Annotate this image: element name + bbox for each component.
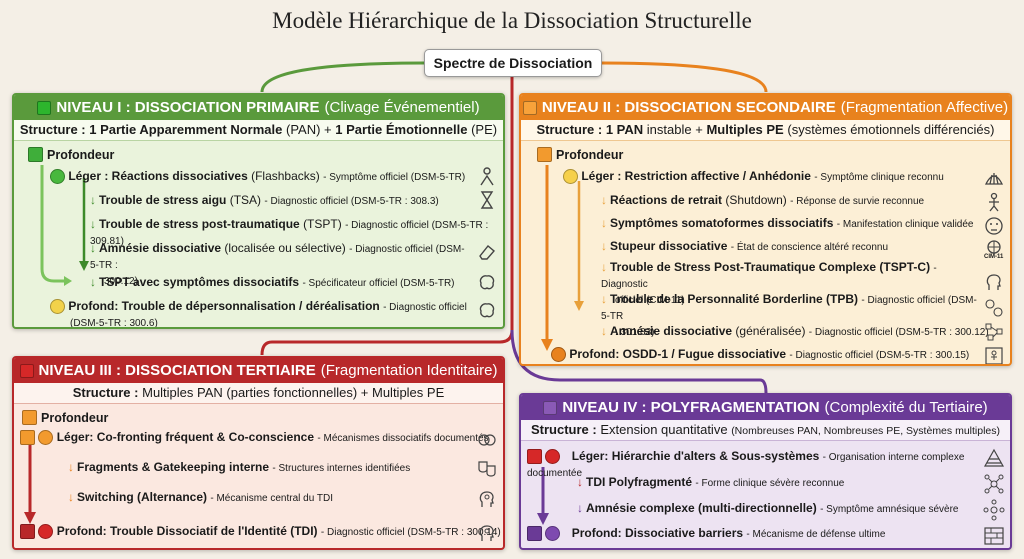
head-gear-icon: [476, 522, 498, 544]
connector-n2: [601, 61, 768, 93]
list-item: ↓Fragments & Gatekeeping interne - Struc…: [68, 460, 411, 474]
root-node: Spectre de Dissociation: [424, 49, 602, 77]
theater-masks-icon: [476, 458, 498, 480]
page-title: Modèle Hiérarchique de la Dissociation S…: [272, 8, 752, 33]
red-square-icon: [20, 524, 35, 540]
orange-circle-icon: [551, 347, 566, 363]
green-square-icon: [28, 147, 43, 162]
emotion-faces-icon: [983, 297, 1005, 319]
orange-circle-icon: [38, 430, 54, 446]
globe-icon: CIM-11: [983, 239, 1005, 261]
head-gear-icon: [476, 488, 498, 510]
eraser-icon: [476, 241, 498, 263]
green-square-icon: [37, 100, 52, 115]
pyramid-icon: [983, 447, 1005, 469]
brick-wall-icon: [983, 525, 1005, 547]
purple-square-icon: [543, 400, 558, 415]
panel-header: NIVEAU I : DISSOCIATION PRIMAIRE (Clivag…: [14, 95, 503, 120]
red-square-icon: [19, 363, 34, 378]
list-item: ↓Trouble de stress aigu (TSA) - Diagnost…: [90, 193, 439, 207]
list-item: ↓Amnésie dissociative (localisée ou séle…: [90, 241, 465, 287]
purple-square-icon: [527, 526, 542, 542]
purple-circle-icon: [545, 526, 561, 542]
orange-square-icon: [20, 430, 35, 446]
connector-n4: [510, 329, 768, 394]
panel-title: NIVEAU I : DISSOCIATION PRIMAIRE: [56, 99, 320, 116]
depth-arrows: [541, 165, 584, 351]
panel-header: NIVEAU III : DISSOCIATION TERTIAIRE (Fra…: [14, 358, 503, 383]
head-profile-icon: [983, 271, 1005, 293]
connector-n1: [260, 61, 425, 93]
depth-arrows: [537, 467, 549, 525]
depth-label: Profondeur: [28, 147, 114, 162]
list-item: ↓Trouble de stress post-traumatique (TSP…: [90, 217, 489, 247]
orange-square-icon: [537, 147, 552, 162]
human-figure-icon: [983, 191, 1005, 213]
panel-niveau-1: NIVEAU I : DISSOCIATION PRIMAIRE (Clivag…: [12, 93, 505, 329]
depth-label: Profondeur: [22, 410, 108, 425]
panel-header: NIVEAU II : DISSOCIATION SECONDAIRE (Fra…: [521, 95, 1010, 120]
light-row: Léger : Restriction affective / Anhédoni…: [563, 169, 944, 185]
brain-icon: [476, 271, 498, 293]
green-circle-icon: [50, 169, 65, 185]
brain-icon: [476, 299, 498, 321]
hourglass-icon: [476, 189, 498, 211]
yellow-circle-icon: [563, 169, 578, 185]
panel-subtitle: (Fragmentation Affective): [840, 99, 1009, 116]
light-row: Léger: Hiérarchie d'alters & Sous-systèm…: [527, 449, 965, 479]
list-item: ↓TSPT avec symptômes dissociatifs - Spéc…: [90, 275, 455, 289]
list-item: ↓Trouble de Stress Post-Traumatique Comp…: [601, 260, 937, 306]
orange-square-icon: [522, 100, 537, 115]
list-item: ↓Amnésie dissociative (généralisée) - Di…: [601, 324, 989, 338]
orange-square-icon: [22, 410, 37, 425]
red-circle-icon: [38, 524, 54, 540]
panel-subtitle: (Clivage Événementiel): [324, 99, 480, 116]
structure-line: Structure : Multiples PAN (parties fonct…: [14, 383, 503, 404]
panel-subtitle: (Complexité du Tertiaire): [824, 399, 988, 416]
panel-niveau-4: NIVEAU IV : POLYFRAGMENTATION (Complexit…: [519, 393, 1012, 550]
list-item: ↓Stupeur dissociative - État de conscien…: [601, 239, 889, 253]
yellow-circle-icon: [50, 299, 65, 315]
network-nodes-icon: [983, 473, 1005, 495]
depth-arrows: [24, 444, 36, 524]
panel-title: NIVEAU IV : POLYFRAGMENTATION: [562, 399, 820, 416]
deep-row: Profond: Trouble de dépersonnalisation /…: [50, 299, 470, 327]
panel-header: NIVEAU IV : POLYFRAGMENTATION (Complexit…: [521, 395, 1010, 420]
heads-icon: [476, 430, 498, 452]
list-item: ↓Trouble de la Personnalité Borderline (…: [601, 292, 977, 338]
list-item: ↓TDI Polyfragmenté - Forme clinique sévè…: [577, 475, 845, 489]
depth-arrows: [40, 165, 89, 286]
structure-line: Structure : 1 PAN instable + Multiples P…: [521, 120, 1010, 141]
depth-label: Profondeur: [537, 147, 623, 162]
structure-line: Structure : Extension quantitative (Nomb…: [521, 420, 1010, 441]
list-item: ↓Symptômes somatoformes dissociatifs - M…: [601, 216, 974, 230]
list-item: ↓Amnésie complexe (multi-directionnelle)…: [577, 501, 959, 515]
red-square-icon: [527, 449, 542, 465]
structure-line: Structure : 1 Partie Apparemment Normale…: [14, 120, 503, 141]
molecule-icon: [983, 499, 1005, 521]
list-item: ↓Réactions de retrait (Shutdown) - Répon…: [601, 193, 925, 207]
panel-subtitle: (Fragmentation Identitaire): [320, 362, 498, 379]
deep-row: Profond: Dissociative barriers - Mécanis…: [527, 526, 885, 542]
panel-niveau-2: NIVEAU II : DISSOCIATION SECONDAIRE (Fra…: [519, 93, 1012, 366]
figure-box-icon: [983, 345, 1005, 364]
shell-icon: [983, 167, 1005, 189]
list-item: ↓Switching (Alternance) - Mécanisme cent…: [68, 490, 333, 504]
deep-row: Profond: Trouble Dissociatif de l'Identi…: [20, 524, 501, 540]
panel-niveau-3: NIVEAU III : DISSOCIATION TERTIAIRE (Fra…: [12, 356, 505, 550]
face-icon: [983, 215, 1005, 237]
deep-row: Profond: OSDD-1 / Fugue dissociative - D…: [551, 347, 969, 363]
light-row: Léger : Réactions dissociatives (Flashba…: [50, 169, 465, 185]
red-circle-icon: [545, 449, 561, 465]
network-icon: [983, 321, 1005, 343]
light-row: Léger: Co-fronting fréquent & Co-conscie…: [20, 430, 489, 446]
panel-title: NIVEAU III : DISSOCIATION TERTIAIRE: [38, 362, 316, 379]
panel-title: NIVEAU II : DISSOCIATION SECONDAIRE: [541, 99, 836, 116]
person-stress-icon: [476, 165, 498, 187]
